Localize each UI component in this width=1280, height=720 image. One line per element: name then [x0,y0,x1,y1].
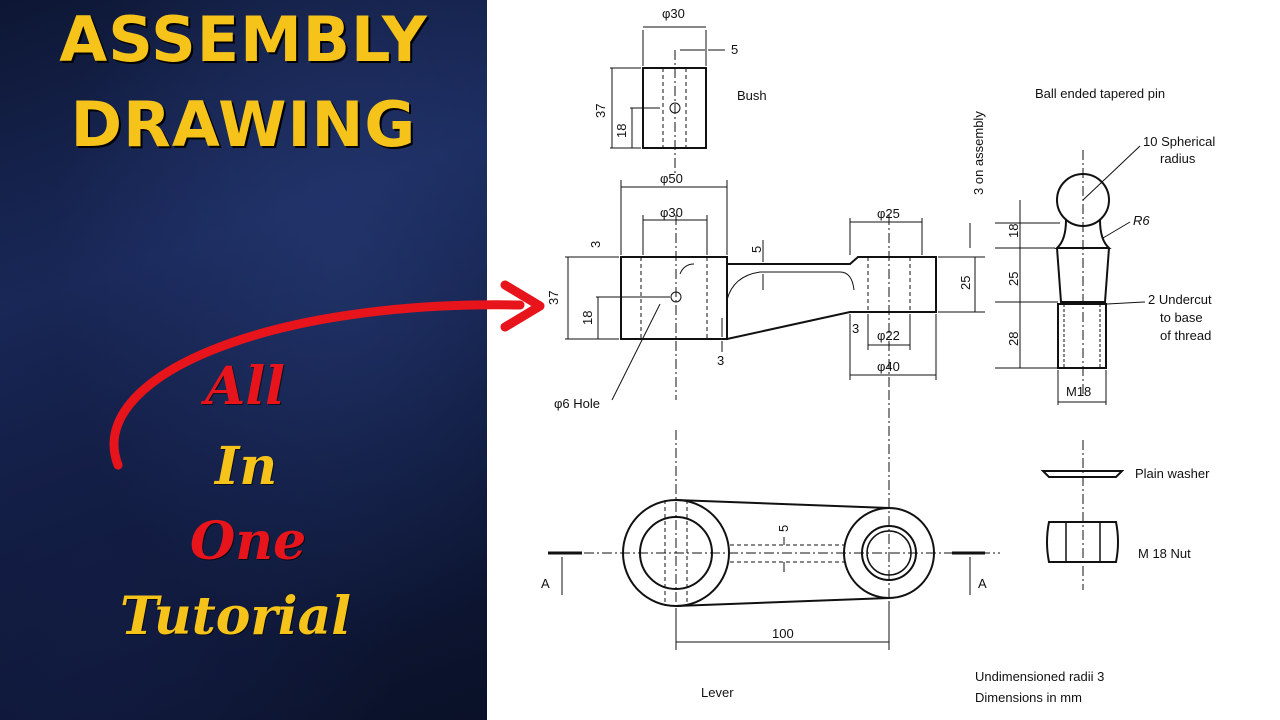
title-line-2: DRAWING [70,88,417,161]
lever-plan [548,390,1000,650]
dim-bush-height: 37 [593,104,608,118]
washer-label: Plain washer [1135,466,1210,481]
dim-pin-m18: M18 [1066,384,1091,399]
undercut-label-2: to base [1160,310,1203,325]
undercut-label-3: of thread [1160,328,1211,343]
dim-boss-h25: 25 [958,276,973,290]
hole-label: φ6 Hole [554,396,600,411]
dim-lever-height: 37 [546,291,561,305]
bush-label: Bush [737,88,767,103]
note-radii: Undimensioned radii 3 [975,669,1104,684]
note-units: Dimensions in mm [975,690,1082,705]
nut-label: M 18 Nut [1138,546,1191,561]
dim-pin-18: 18 [1006,224,1021,238]
dim-bush-dia: φ30 [662,6,685,21]
pin-radius-r6: R6 [1133,213,1150,228]
dim-bush-half: 18 [614,124,629,138]
dim-plan-100: 100 [772,626,794,641]
section-a-left: A [541,576,550,591]
dim-lever-half: 18 [580,311,595,325]
lever-elevation [565,180,985,401]
dim-boss-d25: φ25 [877,206,900,221]
lever-label: Lever [701,685,734,700]
pin-part [969,145,1146,405]
dim-lever-3c: 3 [852,321,859,336]
dim-lever-3b: 3 [717,353,724,368]
dim-bush-wall: 5 [731,42,738,57]
tutorial-word-one: One [190,511,307,572]
pin-label: Ball ended tapered pin [1035,86,1165,101]
nut-part [1046,521,1119,563]
title-line-1: ASSEMBLY [59,3,428,76]
dim-boss-d40: φ40 [877,359,900,374]
dim-lever-5: 5 [749,246,764,253]
title-panel: ASSEMBLY DRAWING All In One Tutorial [0,0,487,720]
dim-pin-25: 25 [1006,272,1021,286]
dim-pin-28: 28 [1006,332,1021,346]
spherical-label-1: 10 Spherical [1143,134,1215,149]
bush-part [610,26,725,175]
washer-part [1040,440,1125,590]
dim-boss-d22: φ22 [877,328,900,343]
red-arrow [109,280,545,470]
tutorial-word-in: In [215,436,278,497]
spherical-label-2: radius [1160,151,1196,166]
dim-lever-d30: φ30 [660,205,683,220]
tutorial-word-tutorial: Tutorial [120,586,352,647]
dim-lever-d50: φ50 [660,171,683,186]
assembly-note: 3 on assembly [971,111,986,195]
undercut-label-1: 2 Undercut [1148,292,1212,307]
dim-lever-3a: 3 [588,241,603,248]
section-a-right: A [978,576,987,591]
dim-plan-5: 5 [776,525,791,532]
tutorial-word-all: All [205,356,285,417]
